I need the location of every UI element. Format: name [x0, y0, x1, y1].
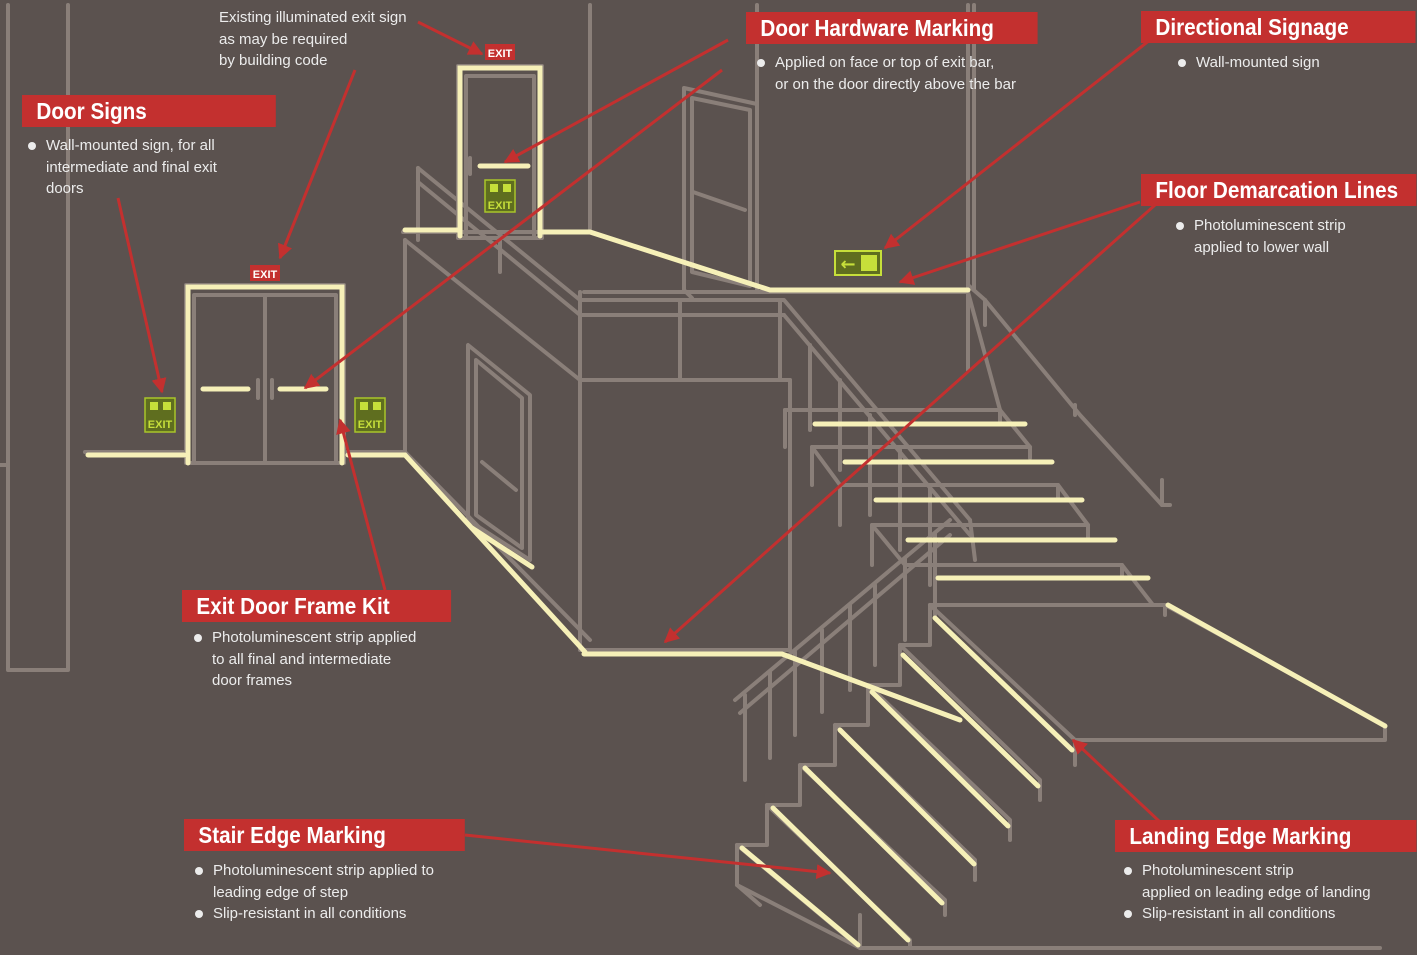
landing-edge-bullet-2: Slip-resistant in all conditions [1124, 903, 1336, 925]
bullet-line: applied to lower wall [1194, 238, 1330, 256]
door-sign-text: EXIT [358, 419, 383, 431]
arrow-floor-demarcation-upper [898, 200, 1141, 285]
bullet-line: Photoluminescent strip [1142, 862, 1294, 879]
bullet-line: Wall-mounted sign, for all [46, 137, 215, 154]
door-hardware-bullet: Applied on face or top of exit bar, or on… [757, 52, 1016, 95]
door-hardware-title: Door Hardware Marking [746, 12, 1038, 44]
door-signs-bullet: Wall-mounted sign, for all intermediate a… [28, 135, 217, 200]
arrow-door-hardware-left [303, 68, 723, 390]
arrow-existing-sign-left [278, 69, 357, 260]
arrow-stair-edge [464, 833, 832, 880]
bullet-line: Photoluminescent strip applied [212, 629, 417, 646]
bullet-line: Slip-resistant in all conditions [213, 905, 407, 922]
bullet-line: Photoluminescent strip applied to [213, 862, 434, 879]
stair-edge-bullet-1: Photoluminescent strip applied to leading… [195, 860, 434, 903]
photoluminescent-strips [85, 65, 1388, 948]
bullet-line: leading edge of step [213, 883, 349, 901]
door-sign-upper: EXIT [484, 179, 516, 213]
door-sign-left: EXIT [144, 397, 176, 433]
exit-door-frame-bullet: Photoluminescent strip applied to all fin… [194, 627, 417, 692]
landing-edge-title: Landing Edge Marking [1115, 820, 1417, 852]
door-sign-text: EXIT [148, 419, 173, 431]
directional-signage-title: Directional Signage [1141, 11, 1416, 43]
door-sign-text: EXIT [488, 200, 513, 212]
door-sign-right: EXIT [354, 397, 386, 433]
arrow-door-signs [116, 197, 167, 394]
stair-edge-bullet-2: Slip-resistant in all conditions [195, 903, 407, 925]
directional-sign: ← [834, 250, 882, 276]
floor-demarcation-bullet: Photoluminescent strip applied to lower w… [1176, 215, 1346, 258]
bullet-line: Wall-mounted sign [1196, 54, 1320, 71]
bullet-line: door frames [212, 672, 293, 689]
callout-arrows [116, 20, 1162, 880]
note-line: as may be required [219, 30, 348, 48]
bullet-line: intermediate and final exit [46, 158, 217, 176]
exit-door-frame-title: Exit Door Frame Kit [182, 590, 452, 622]
existing-sign-note: Existing illuminated exit sign as may be… [219, 7, 407, 72]
floor-demarcation-title: Floor Demarcation Lines [1141, 174, 1417, 206]
arrow-floor-demarcation-lower [663, 203, 1156, 644]
bullet-line: applied on leading edge of landing [1142, 883, 1371, 901]
arrow-exit-frame [336, 418, 387, 591]
arrow-existing-sign-upper [417, 20, 484, 56]
bullet-line: Slip-resistant in all conditions [1142, 905, 1336, 922]
bullet-line: Applied on face or top of exit bar, [775, 54, 995, 71]
arrow-landing-edge [1071, 738, 1162, 824]
exit-sign-text: EXIT [488, 48, 513, 60]
arrow-directional [883, 38, 1151, 250]
landing-edge-bullet-1: Photoluminescent strip applied on leading… [1124, 860, 1371, 903]
bullet-line: to all final and intermediate [212, 650, 392, 668]
note-line: by building code [219, 52, 328, 69]
bullet-line: doors [46, 180, 84, 197]
arrow-left-icon: ← [840, 254, 855, 275]
directional-signage-bullet: Wall-mounted sign [1178, 52, 1320, 74]
stair-edge-title: Stair Edge Marking [184, 819, 465, 851]
exit-sign-text: EXIT [253, 269, 278, 281]
exit-sign-illuminated-left: EXIT [250, 265, 280, 281]
arrow-door-hardware-upper [503, 38, 729, 164]
note-line: Existing illuminated exit sign [219, 9, 407, 26]
exit-sign-illuminated-upper: EXIT [485, 44, 515, 60]
door-signs-title: Door Signs [22, 95, 276, 127]
bullet-line: or on the door directly above the bar [775, 75, 1016, 93]
bullet-line: Photoluminescent strip [1194, 217, 1346, 234]
